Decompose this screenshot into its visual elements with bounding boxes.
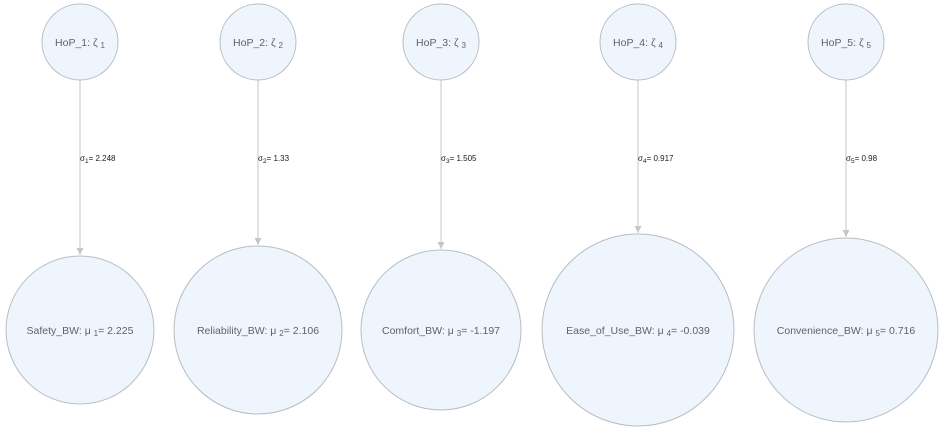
bw-node-label-4: Ease_of_Use_BW: μ 4= -0.039 bbox=[566, 325, 710, 338]
bw-node-5 bbox=[753, 237, 939, 423]
hop-node-4 bbox=[599, 3, 677, 81]
bw-node-2 bbox=[173, 245, 343, 415]
hop-node-1 bbox=[41, 3, 119, 81]
hop-node-2 bbox=[219, 3, 297, 81]
bw-node-label-3: Comfort_BW: μ 3= -1.197 bbox=[382, 325, 500, 338]
hop-node-label-4: HoP_4: ζ 4 bbox=[613, 37, 664, 50]
hop-node-label-5: HoP_5: ζ 5 bbox=[821, 37, 872, 50]
bw-node-label-1: Safety_BW: μ 1= 2.225 bbox=[27, 325, 134, 338]
bw-node-3 bbox=[360, 249, 522, 411]
edge-label-sigma-4: σ4= 0.917 bbox=[638, 154, 674, 165]
hop-node-label-3: HoP_3: ζ 3 bbox=[416, 37, 467, 50]
hop-node-5 bbox=[807, 3, 885, 81]
bw-node-label-5: Convenience_BW: μ 5= 0.716 bbox=[777, 325, 916, 338]
edge-label-sigma-1: σ1= 2.248 bbox=[80, 154, 116, 165]
edge-label-sigma-5: σ5= 0.98 bbox=[846, 154, 878, 165]
hop-node-label-2: HoP_2: ζ 2 bbox=[233, 37, 284, 50]
hop-node-label-1: HoP_1: ζ 1 bbox=[55, 37, 106, 50]
bw-node-1 bbox=[5, 255, 155, 405]
edge-label-sigma-2: σ2= 1.33 bbox=[258, 154, 290, 165]
hop-node-3 bbox=[402, 3, 480, 81]
bw-node-label-2: Reliability_BW: μ 2= 2.106 bbox=[197, 325, 319, 338]
edge-label-sigma-3: σ3= 1.505 bbox=[441, 154, 477, 165]
bw-node-4 bbox=[541, 233, 735, 427]
